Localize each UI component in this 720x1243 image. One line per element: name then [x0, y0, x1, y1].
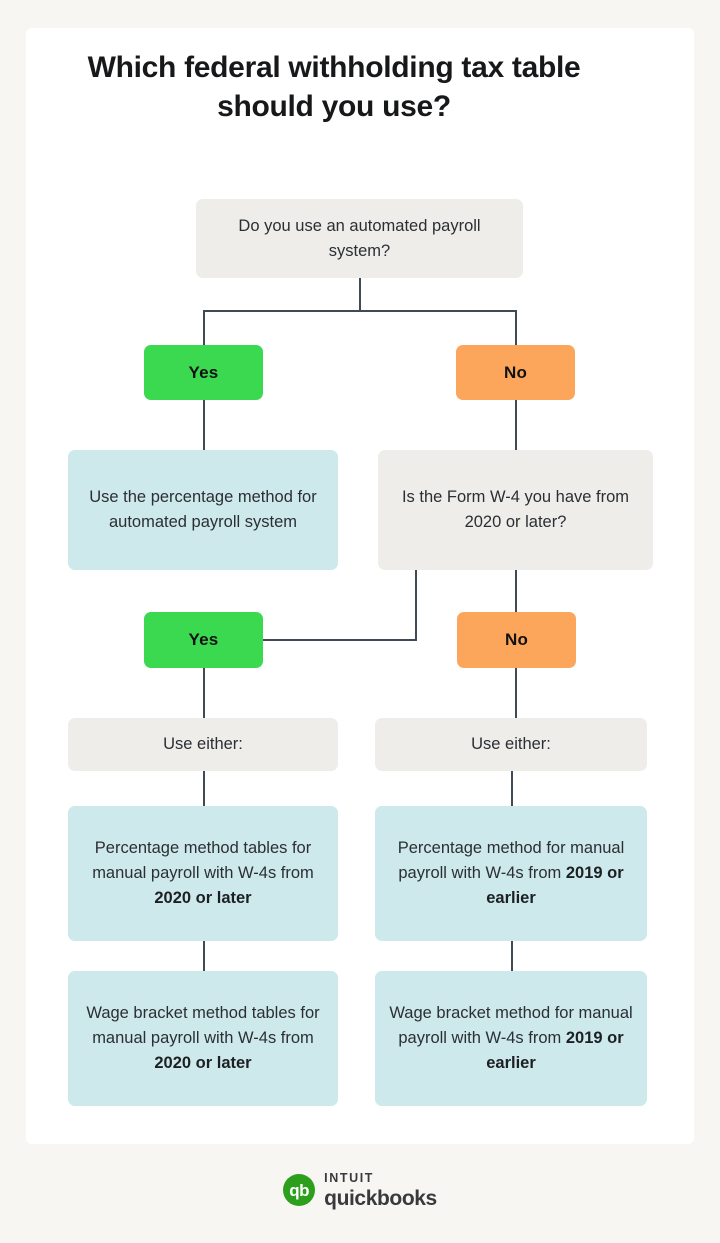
- connector-w4-elbow-arm: [262, 639, 417, 641]
- right-option-wage-bracket-box: Wage bracket method for manual payroll w…: [375, 971, 647, 1106]
- connector-no-to-w4-question: [515, 400, 517, 450]
- connector-w4-elbow-stem: [415, 570, 417, 640]
- root-question-box: Do you use an automated payroll system?: [196, 199, 523, 278]
- right-use-either-text: Use either:: [471, 735, 551, 753]
- badge-yes-automated: Yes: [144, 345, 263, 400]
- w4-question-box: Is the Form W-4 you have from 2020 or la…: [378, 450, 653, 570]
- quickbooks-logo: qb INTUIT quickbooks: [0, 1172, 720, 1209]
- logo-wordmark: INTUIT quickbooks: [324, 1172, 437, 1209]
- connector-root-stem: [359, 278, 361, 310]
- left-option-wage-bracket-text: Wage bracket method tables for manual pa…: [82, 1001, 324, 1076]
- left-use-either-box: Use either:: [68, 718, 338, 771]
- right-use-either-box: Use either:: [375, 718, 647, 771]
- badge-yes-w4: Yes: [144, 612, 263, 668]
- page-title: Which federal withholding tax table shou…: [87, 51, 581, 123]
- left-option-wage-bracket-plain: Wage bracket method tables for manual pa…: [86, 1004, 320, 1047]
- left-option-percentage-plain: Percentage method tables for manual payr…: [92, 839, 314, 882]
- quickbooks-mark-icon: qb: [283, 1174, 316, 1207]
- connector-w4-to-no: [515, 570, 517, 612]
- connector-left-useeither-to-option1: [203, 771, 205, 806]
- right-option-wage-bracket-text: Wage bracket method for manual payroll w…: [389, 1001, 633, 1076]
- badge-yes-label: Yes: [188, 362, 219, 382]
- connector-left-option1-to-option2: [203, 941, 205, 971]
- badge-yes-w4-label: Yes: [188, 630, 219, 649]
- left-option-percentage-text: Percentage method tables for manual payr…: [82, 836, 324, 911]
- w4-question-text: Is the Form W-4 you have from 2020 or la…: [401, 488, 630, 531]
- badge-no-w4: No: [457, 612, 576, 668]
- connector-to-no-badge: [515, 310, 517, 345]
- logo-quickbooks-text: quickbooks: [324, 1186, 437, 1210]
- logo-intuit-text: INTUIT: [324, 1171, 375, 1185]
- yes-outcome-box: Use the percentage method for automated …: [68, 450, 338, 570]
- connector-no2-to-use-either: [515, 668, 517, 718]
- connector-right-option1-to-option2: [511, 941, 513, 971]
- right-option-percentage-plain: Percentage method for manual payroll wit…: [397, 839, 625, 882]
- right-option-percentage-text: Percentage method for manual payroll wit…: [389, 836, 633, 911]
- badge-no-automated: No: [456, 345, 575, 400]
- left-option-percentage-box: Percentage method tables for manual payr…: [68, 806, 338, 941]
- left-use-either-text: Use either:: [163, 735, 243, 753]
- connector-to-yes-badge: [203, 310, 205, 345]
- badge-no-label: No: [503, 362, 528, 382]
- right-option-percentage-bold: 2019 or earlier: [486, 864, 624, 907]
- root-question-text: Do you use an automated payroll system?: [238, 216, 481, 260]
- left-option-wage-bracket-bold: 2020 or later: [154, 1054, 252, 1072]
- connector-yes-to-outcome: [203, 400, 205, 450]
- yes-outcome-text: Use the percentage method for automated …: [89, 488, 317, 531]
- badge-no-w4-label: No: [504, 630, 529, 649]
- connector-right-useeither-to-option1: [511, 771, 513, 806]
- right-option-percentage-box: Percentage method for manual payroll wit…: [375, 806, 647, 941]
- connector-yes2-to-use-either: [203, 668, 205, 718]
- right-option-wage-bracket-plain: Wage bracket method for manual payroll w…: [389, 1004, 633, 1047]
- connector-split-bar: [203, 310, 517, 312]
- right-option-wage-bracket-bold: 2019 or earlier: [486, 1029, 624, 1072]
- left-option-wage-bracket-box: Wage bracket method tables for manual pa…: [68, 971, 338, 1106]
- left-option-percentage-bold: 2020 or later: [154, 889, 252, 907]
